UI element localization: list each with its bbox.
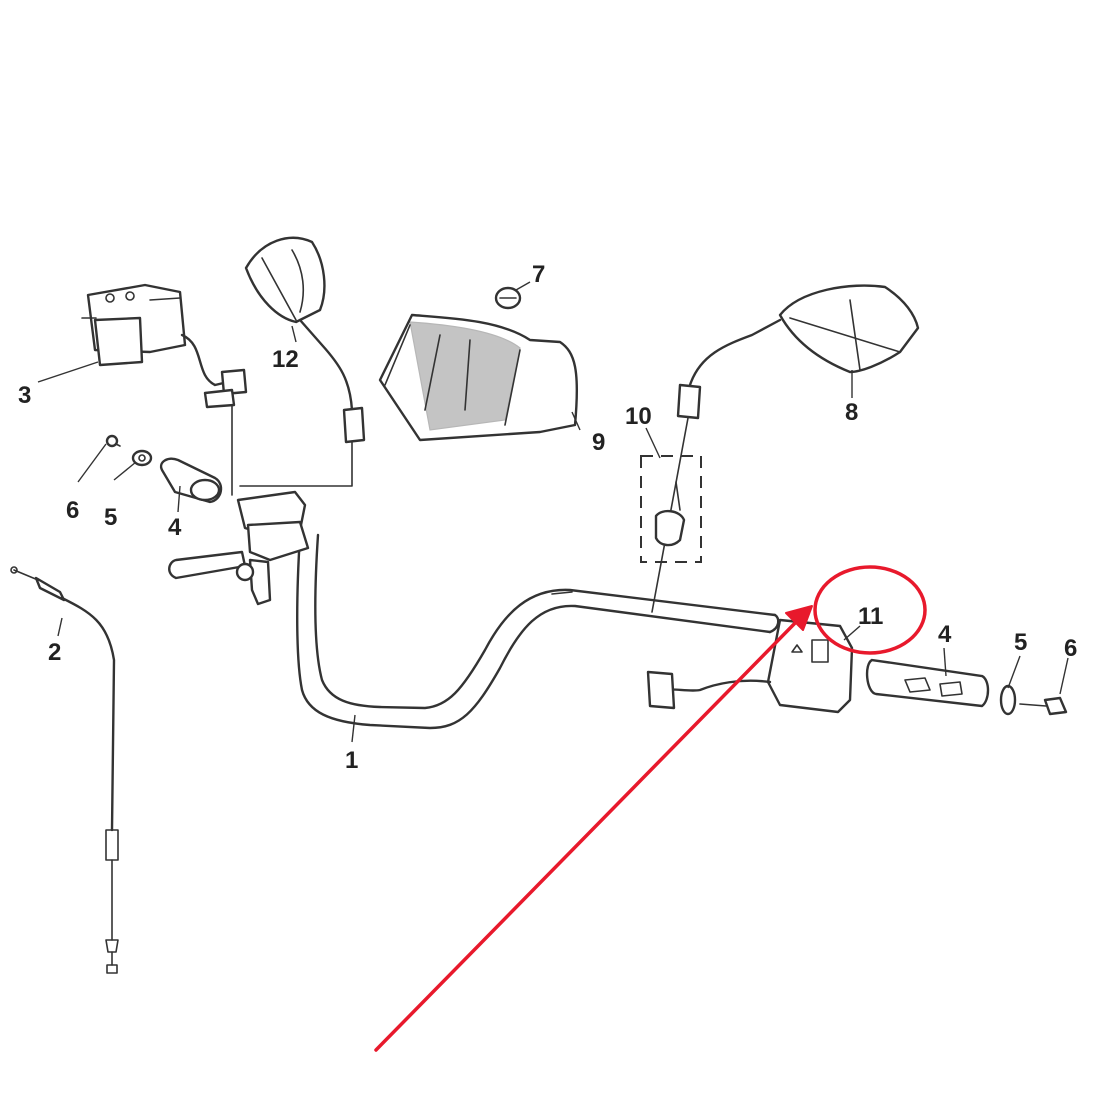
label-part-6b: 6 [1064,635,1077,662]
label-part-1: 1 [345,747,358,774]
label-part-10: 10 [625,403,652,430]
label-part-2: 2 [48,639,61,666]
cap-part [494,286,522,310]
label-part-12: 12 [272,346,299,373]
highlight-arrowhead [785,605,813,631]
right-mirror [651,284,920,613]
label-part-8: 8 [845,399,858,426]
brake-master-cylinder [168,490,310,606]
highlight-circle [813,565,927,655]
brake-switch-group [640,455,702,563]
part-labels: 1 2 3 4 4 5 5 6 6 7 8 9 10 11 12 [18,261,1077,774]
right-grip-group [865,658,1068,716]
label-part-9: 9 [592,429,605,456]
leader-lines [37,281,1069,743]
label-part-5b: 5 [1014,629,1027,656]
label-part-4a: 4 [168,514,182,541]
label-part-5a: 5 [104,504,117,531]
highlight-arrow [374,616,802,1052]
label-part-7: 7 [532,261,545,288]
switch-housing [646,618,854,714]
label-part-11: 11 [858,603,883,630]
label-part-3: 3 [18,382,31,409]
hand-guard [378,313,578,442]
throttle-cable [10,566,119,974]
handlebar [296,533,780,730]
highlight-annotation [374,565,927,1052]
throttle-housing [81,283,248,496]
left-grip-group [105,434,223,504]
left-mirror [239,236,366,487]
label-part-6a: 6 [66,497,79,524]
label-part-4b: 4 [938,621,952,648]
